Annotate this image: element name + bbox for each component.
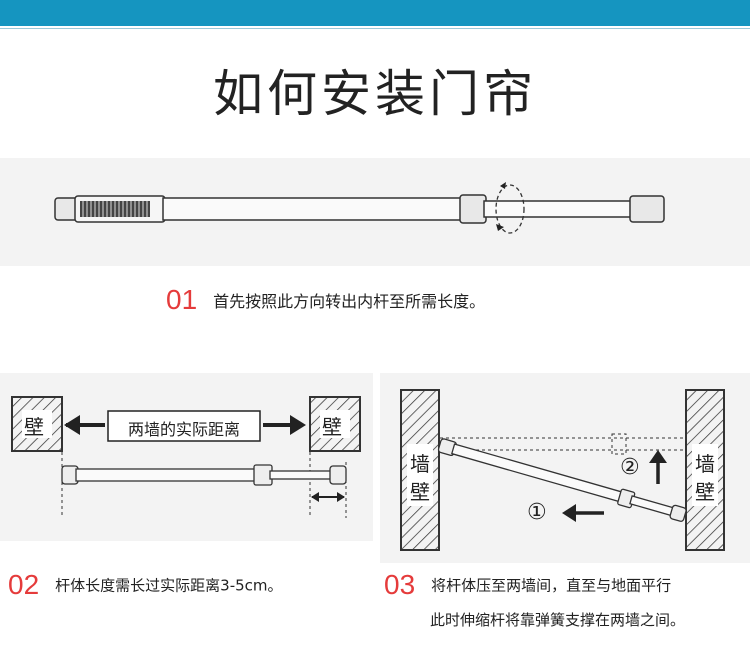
arrow-up-icon	[649, 450, 667, 484]
marker-1: ①	[527, 500, 547, 525]
rod-target-position	[440, 433, 686, 455]
arrow-left-icon	[64, 415, 80, 435]
wall-right-step3	[685, 389, 725, 551]
step-3: 03 将杆体压至两墙间，直至与地面平行	[384, 569, 671, 601]
page-title: 如何安装门帘	[213, 65, 537, 123]
top-divider-line	[0, 28, 750, 29]
arrow-right-icon	[290, 415, 306, 435]
step-number: 03	[384, 569, 416, 600]
tension-rod-step3	[437, 438, 687, 522]
step-number: 02	[8, 569, 40, 600]
wall-left-step2	[11, 396, 63, 452]
wall-label-right: 壁	[322, 415, 342, 439]
step-3-line-2: 此时伸缩杆将靠弹簧支撑在两墙之间。	[430, 611, 686, 629]
tension-rod-step1	[54, 182, 665, 234]
top-accent-bar	[0, 0, 750, 26]
wall-label-left-2: 壁	[410, 480, 430, 504]
wall-label-right-1: 墙	[695, 452, 715, 476]
step-text: 首先按照此方向转出内杆至所需长度。	[213, 292, 486, 311]
wall-left-step3	[400, 389, 440, 551]
step-text: 杆体长度需长过实际距离3-5cm。	[55, 576, 283, 595]
step-1: 01 首先按照此方向转出内杆至所需长度。	[166, 284, 485, 316]
tension-rod-step2	[61, 464, 347, 486]
step-2: 02 杆体长度需长过实际距离3-5cm。	[8, 569, 283, 601]
marker-2: ②	[620, 455, 640, 480]
wall-right-step2	[309, 396, 361, 452]
distance-label-box	[107, 410, 261, 442]
wall-label-left: 壁	[24, 415, 44, 439]
step-number: 01	[166, 284, 198, 315]
wall-label-left-1: 墙	[410, 452, 430, 476]
arrow-left-icon	[562, 504, 604, 522]
wall-label-right-2: 壁	[695, 480, 715, 504]
distance-label: 两墙的实际距离	[127, 420, 240, 439]
step-text-line-1: 将杆体压至两墙间，直至与地面平行	[431, 576, 672, 595]
